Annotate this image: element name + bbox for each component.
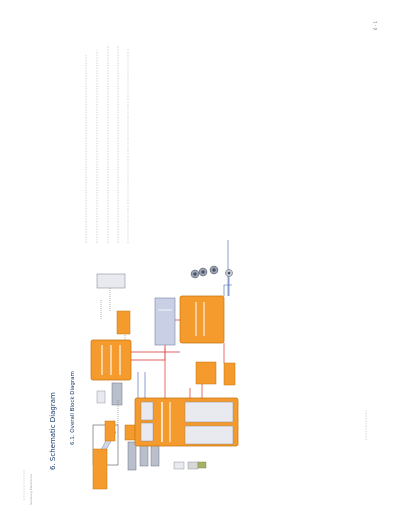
clock-block bbox=[124, 424, 136, 441]
audio-dsp-block bbox=[195, 361, 217, 385]
display-connector bbox=[111, 382, 123, 406]
smps-reg-block bbox=[116, 310, 131, 335]
amplifier-block bbox=[179, 295, 225, 344]
loader-block bbox=[104, 420, 116, 442]
speaker-icon bbox=[225, 269, 233, 277]
speaker-icon bbox=[198, 267, 208, 277]
notes-block bbox=[23, 45, 367, 500]
signal-lines-red bbox=[131, 319, 225, 398]
headphone-jack-icon bbox=[197, 461, 207, 469]
protect-block bbox=[223, 362, 236, 386]
vfd-block bbox=[96, 273, 126, 289]
processor-sub-block bbox=[184, 401, 234, 423]
key-block bbox=[96, 390, 106, 404]
eeprom-block bbox=[127, 441, 137, 471]
processor-sub-block bbox=[184, 425, 234, 445]
remote-control-icon bbox=[187, 461, 199, 470]
signal-lines-blue bbox=[137, 240, 232, 398]
front-micom-block bbox=[90, 339, 132, 381]
processor-sub-block bbox=[140, 422, 154, 442]
speaker-icon bbox=[209, 265, 219, 275]
smps-block bbox=[154, 297, 176, 346]
front-block bbox=[92, 448, 108, 490]
dotted-connectors bbox=[100, 288, 126, 425]
left-io-blocks bbox=[92, 420, 207, 490]
speaker-icon bbox=[190, 269, 200, 279]
processor-sub-block bbox=[140, 401, 154, 421]
main-processor-block bbox=[134, 397, 239, 447]
usb-icon bbox=[173, 461, 185, 470]
